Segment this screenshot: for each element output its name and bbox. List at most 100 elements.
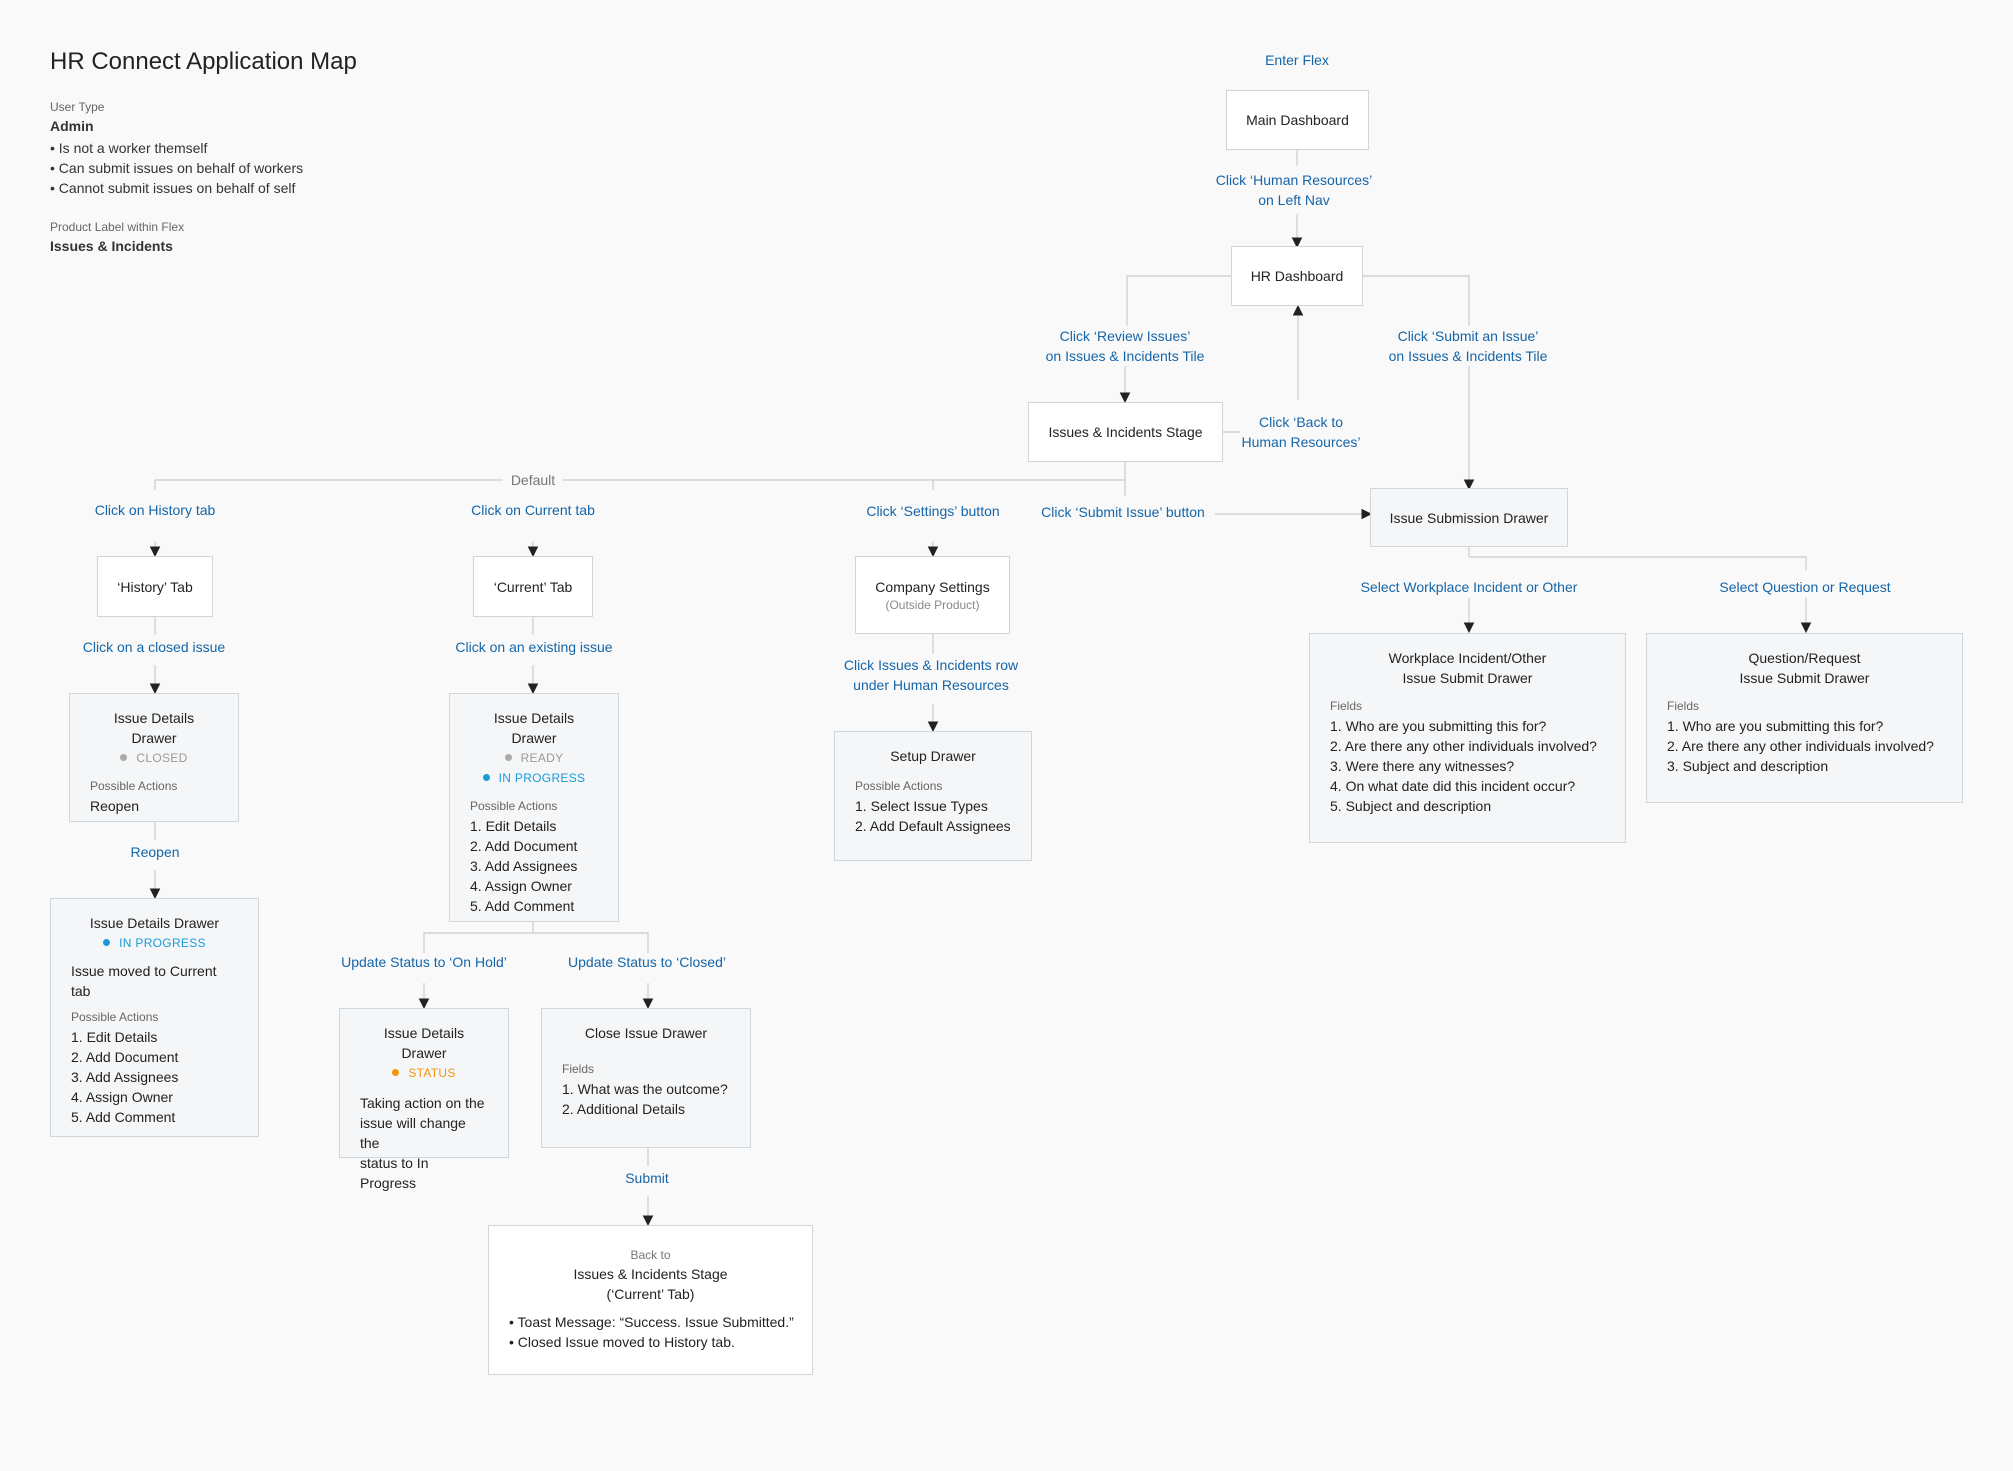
- status-dot: [504, 754, 512, 761]
- status-text: STATUS: [408, 1066, 456, 1080]
- node-hr-dashboard-text: HR Dashboard: [1250, 268, 1344, 284]
- actions-list: 1. Select Issue Types 2. Add Default Ass…: [855, 796, 1011, 836]
- action-item: Reopen: [90, 798, 140, 814]
- node-issue-submission-drawer[interactable]: Issue Submission Drawer: [1370, 488, 1568, 547]
- product-label-caption: Product Label within Flex: [50, 220, 185, 234]
- action-item: 4. Assign Owner: [470, 878, 572, 894]
- back-title-line: (‘Current’ Tab): [606, 1286, 695, 1302]
- note-line: status to In Progress: [360, 1155, 429, 1191]
- node-current-tab-text: ‘Current’ Tab: [493, 578, 573, 595]
- node-workplace-incident-drawer[interactable]: Workplace Incident/Other Issue Submit Dr…: [1309, 633, 1626, 843]
- node-close-issue-drawer[interactable]: Close Issue Drawer Fields 1. What was th…: [541, 1008, 751, 1148]
- actions-list: 1. Edit Details 2. Add Document 3. Add A…: [71, 1027, 238, 1127]
- node-status-change-drawer[interactable]: Issue Details Drawer STATUS Taking actio…: [339, 1008, 509, 1191]
- user-type-value: Admin: [50, 118, 94, 134]
- drawer-note: Taking action on the issue will change t…: [360, 1093, 488, 1193]
- label-click-settings: Click ‘Settings’ button: [866, 503, 1000, 519]
- label-click-existing-issue: Click on an existing issue: [455, 639, 613, 655]
- status-dot: [120, 754, 128, 761]
- node-issues-incidents-stage[interactable]: Issues & Incidents Stage: [1028, 402, 1223, 462]
- action-item: 3. Add Assignees: [71, 1069, 179, 1085]
- action-item: 5. Add Comment: [470, 898, 575, 914]
- drawer-title: Issue Details Drawer: [113, 710, 195, 746]
- possible-actions-label: Possible Actions: [71, 1010, 159, 1024]
- label-line: on Issues & Incidents Tile: [1388, 348, 1548, 364]
- wire-status-split: [423, 932, 649, 953]
- node-back-to-stage[interactable]: Back to Issues & Incidents Stage (‘Curre…: [488, 1225, 813, 1375]
- node-closed-issue-drawer[interactable]: Issue Details Drawer CLOSED Possible Act…: [69, 693, 239, 822]
- node-current-issue-drawer[interactable]: Issue Details Drawer READY IN PROGRESS P…: [449, 693, 619, 922]
- node-company-settings[interactable]: Company Settings (Outside Product): [855, 556, 1010, 634]
- possible-actions-label: Possible Actions: [855, 779, 943, 793]
- label-submit: Submit: [625, 1170, 669, 1186]
- user-type-label: User Type: [50, 100, 105, 114]
- label-click-human-resources: Click ‘Human Resources’ on Left Nav: [1216, 170, 1372, 210]
- status-text: CLOSED: [136, 751, 188, 765]
- fields-label: Fields: [1667, 699, 1700, 713]
- field-item: 3. Subject and description: [1667, 758, 1829, 774]
- field-item: 1. Who are you submitting this for?: [1667, 718, 1884, 734]
- node-main-dashboard-text: Main Dashboard: [1246, 112, 1349, 128]
- label-click-submit-issue: Click ‘Submit Issue’ button: [1041, 504, 1205, 520]
- node-main-dashboard[interactable]: Main Dashboard: [1226, 90, 1369, 150]
- label-line: Click ‘Human Resources’: [1215, 172, 1373, 188]
- back-bullets: Toast Message: “Success. Issue Submitted…: [509, 1312, 794, 1352]
- status-dot: [482, 774, 490, 781]
- node-question-request-drawer[interactable]: Question/Request Issue Submit Drawer Fie…: [1646, 633, 1963, 803]
- node-hr-dashboard[interactable]: HR Dashboard: [1231, 246, 1363, 306]
- label-line: on Issues & Incidents Tile: [1045, 348, 1205, 364]
- status-text: IN PROGRESS: [119, 936, 206, 950]
- label-click-history-tab: Click on History tab: [94, 502, 216, 518]
- status-badge-closed: CLOSED: [90, 748, 218, 768]
- action-item: 1. Edit Details: [71, 1029, 158, 1045]
- status-dot: [103, 939, 111, 946]
- wire-hr-left: [1126, 275, 1232, 326]
- possible-actions-label: Possible Actions: [90, 779, 178, 793]
- user-note: Cannot submit issues on behalf of self: [50, 178, 450, 198]
- node-reopened-issue-drawer[interactable]: Issue Details Drawer IN PROGRESS Issue m…: [50, 898, 259, 1137]
- label-click-current-tab: Click on Current tab: [471, 502, 595, 518]
- action-item: 2. Add Default Assignees: [855, 818, 1011, 834]
- node-setup-drawer[interactable]: Setup Drawer Possible Actions 1. Select …: [834, 731, 1032, 861]
- label-enter-flex: Enter Flex: [1265, 52, 1329, 68]
- status-badge-ready: READY: [470, 748, 598, 768]
- label-line: Click Issues & Incidents row: [843, 657, 1019, 673]
- action-item: 5. Add Comment: [71, 1109, 176, 1125]
- user-note: Can submit issues on behalf of workers: [50, 158, 450, 178]
- outside-product-text: (Outside Product): [885, 598, 980, 612]
- fields-list: 1. Who are you submitting this for? 2. A…: [1667, 716, 1942, 776]
- actions-list: Reopen: [90, 796, 218, 816]
- label-select-workplace: Select Workplace Incident or Other: [1360, 579, 1578, 595]
- user-notes-list: Is not a worker themself Can submit issu…: [50, 138, 450, 198]
- back-title-line: Issues & Incidents Stage: [573, 1266, 728, 1282]
- drawer-title-line: Issue Submit Drawer: [1739, 670, 1870, 686]
- node-current-tab[interactable]: ‘Current’ Tab: [473, 556, 593, 617]
- possible-actions-label: Possible Actions: [470, 799, 558, 813]
- label-line: Human Resources’: [1241, 434, 1361, 450]
- field-item: 2. Additional Details: [562, 1101, 685, 1117]
- legend-panel: User Type Admin Is not a worker themself…: [50, 100, 450, 254]
- note-line: Taking action on the: [360, 1095, 485, 1111]
- field-item: 1. What was the outcome?: [562, 1081, 728, 1097]
- label-update-on-hold: Update Status to ‘On Hold’: [341, 954, 507, 970]
- label-click-issues-row: Click Issues & Incidents row under Human…: [844, 655, 1018, 695]
- label-default: Default: [502, 470, 564, 490]
- status-badge-in-progress: IN PROGRESS: [470, 768, 598, 788]
- node-history-tab[interactable]: ‘History’ Tab: [97, 556, 213, 617]
- fields-list: 1. What was the outcome? 2. Additional D…: [562, 1079, 730, 1119]
- label-line: Click ‘Review Issues’: [1059, 328, 1191, 344]
- field-item: 1. Who are you submitting this for?: [1330, 718, 1547, 734]
- fields-list: 1. Who are you submitting this for? 2. A…: [1330, 716, 1605, 816]
- drawer-note: Issue moved to Current tab: [71, 963, 217, 999]
- label-line: Click ‘Submit an Issue’: [1397, 328, 1539, 344]
- label-reopen: Reopen: [130, 844, 180, 860]
- node-history-tab-text: ‘History’ Tab: [117, 578, 193, 595]
- actions-list: 1. Edit Details 2. Add Document 3. Add A…: [470, 816, 598, 916]
- wire-submission-split: [1469, 556, 1807, 570]
- action-item: 3. Add Assignees: [470, 858, 578, 874]
- fields-label: Fields: [1330, 699, 1363, 713]
- company-settings-text: Company Settings: [875, 579, 990, 595]
- field-item: 5. Subject and description: [1330, 798, 1492, 814]
